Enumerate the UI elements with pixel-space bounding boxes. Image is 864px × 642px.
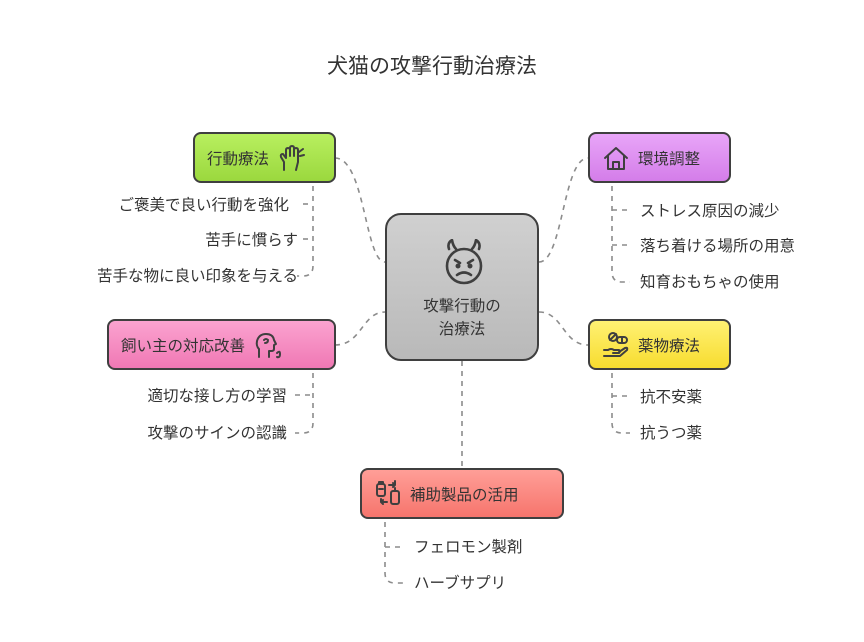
- behavior-item-1: ご褒美で良い行動を強化: [118, 196, 289, 214]
- branch-environment-label: 環境調整: [638, 149, 701, 168]
- connector-owner: [334, 311, 386, 346]
- environment-item-1: ストレス原因の減少: [640, 202, 780, 220]
- home-icon: [604, 146, 628, 170]
- hand-gesture-icon: [279, 144, 306, 171]
- branch-products-label: 補助製品の活用: [410, 485, 519, 504]
- connector-environment: [538, 157, 589, 263]
- pills-hand-icon: [603, 331, 629, 357]
- medication-item-1: 抗不安薬: [640, 388, 703, 406]
- diagram-title: 犬猫の攻撃行動治療法: [327, 54, 537, 78]
- environment-item-2: 落ち着ける場所の用意: [640, 237, 796, 255]
- person-thinking-icon: [255, 332, 282, 358]
- products-item-1: フェロモン製剤: [414, 538, 523, 556]
- medication-item-2: 抗うつ薬: [640, 424, 703, 442]
- owner-item-2: 攻撃のサインの認識: [147, 424, 287, 442]
- branch-auxiliary-products[interactable]: 補助製品の活用: [360, 468, 564, 519]
- owner-item-1: 適切な接し方の学習: [147, 387, 287, 405]
- branch-behavior-therapy[interactable]: 行動療法: [193, 132, 336, 183]
- connector-medication: [538, 311, 589, 346]
- behavior-item-3: 苦手な物に良い印象を与える: [96, 267, 298, 285]
- branch-owner-label: 飼い主の対応改善: [121, 336, 246, 355]
- connector-behavior: [334, 157, 386, 263]
- behavior-item-2: 苦手に慣らす: [205, 231, 298, 249]
- center-label: 攻撃行動の 治療法: [423, 297, 501, 338]
- branch-medication-label: 薬物療法: [638, 336, 701, 355]
- environment-item-3: 知育おもちゃの使用: [640, 273, 780, 291]
- products-item-2: ハーブサプリ: [414, 574, 507, 592]
- branch-environment-adjustment[interactable]: 環境調整: [588, 132, 731, 183]
- devil-face-icon: [445, 239, 483, 285]
- branch-behavior-label: 行動療法: [207, 149, 270, 168]
- products-exchange-icon: [376, 479, 400, 505]
- branch-medication-therapy[interactable]: 薬物療法: [588, 319, 731, 370]
- center-node: 攻撃行動の 治療法: [385, 213, 539, 361]
- branch-owner-improvement[interactable]: 飼い主の対応改善: [107, 319, 336, 370]
